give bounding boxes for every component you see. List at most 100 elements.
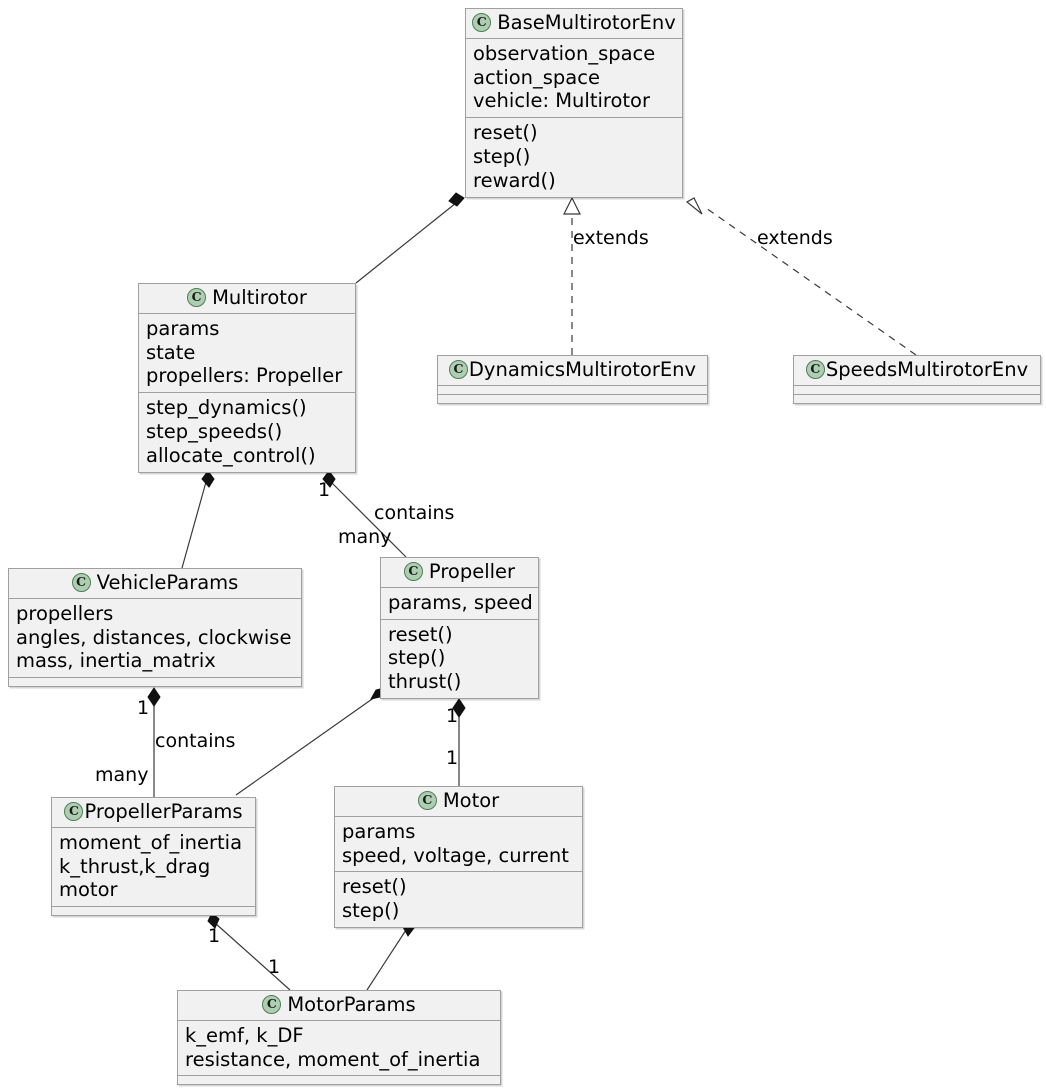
methods-compartment [438,393,707,403]
class-name: PropellerParams [84,800,243,823]
class-title: C DynamicsMultirotorEnv [438,356,707,385]
method: step() [342,899,400,923]
class-node-propeller-params[interactable]: C PropellerParams moment_of_inertia k_th… [51,797,256,917]
attributes-compartment [438,384,707,394]
methods-compartment: reset() step() thrust() [381,618,538,698]
attribute: mass, inertia_matrix [16,649,216,673]
class-icon: C [472,13,492,33]
methods-compartment: step_dynamics() step_speeds() allocate_c… [139,392,355,471]
attribute: propellers: Propeller [146,364,343,388]
edge-label-multiplicity-one: 1 [446,747,459,769]
edge-label-extends-dynamics: extends [573,227,649,249]
attributes-compartment: observation_space action_space vehicle: … [466,37,682,117]
attribute: propellers [16,601,114,625]
class-name: MotorParams [287,993,416,1016]
method: step_speeds() [146,419,283,443]
edge-label-multiplicity-one: 1 [137,697,150,719]
method: step() [473,144,531,168]
method: allocate_control() [146,443,316,467]
class-title: C Motor [335,787,582,816]
method: thrust() [388,670,462,694]
methods-compartment [178,1075,500,1084]
class-name: Motor [442,789,500,812]
class-name: SpeedsMultirotorEnv [825,358,1029,381]
edge-label-multiplicity-one: 1 [208,925,221,947]
edge-label-contains: contains [155,730,236,752]
attribute: k_emf, k_DF [185,1023,304,1047]
attribute: params [342,819,416,843]
class-node-propeller[interactable]: C Propeller params, speed reset() step()… [380,557,539,699]
class-node-speeds-multirotor-env[interactable]: C SpeedsMultirotorEnv [793,355,1041,404]
attributes-compartment: params state propellers: Propeller [139,312,355,392]
attribute: speed, voltage, current [342,843,569,867]
class-title: C SpeedsMultirotorEnv [794,356,1040,385]
methods-compartment [794,393,1040,403]
edge-label-multiplicity-one: 1 [318,479,331,501]
method: reset() [342,875,407,899]
class-node-base-multirotor-env[interactable]: C BaseMultirotorEnv observation_space ac… [465,8,683,198]
attribute: angles, distances, clockwise [16,625,292,649]
class-name: Multirotor [212,286,307,309]
class-node-motor-params[interactable]: C MotorParams k_emf, k_DF resistance, mo… [177,990,501,1086]
attributes-compartment: k_emf, k_DF resistance, moment_of_inerti… [178,1019,500,1076]
edge-label-contains: contains [374,502,455,524]
attribute: state [146,340,196,364]
edge-motor-has-motorparams [366,919,415,991]
attribute: vehicle: Multirotor [473,89,650,113]
edge-dynamics-extends-env [563,196,581,355]
attributes-compartment: moment_of_inertia k_thrust,k_drag motor [52,826,255,906]
attribute: params, speed [388,590,533,614]
edge-env-contains-multirotor [355,192,465,284]
class-name: DynamicsMultirotorEnv [468,358,697,381]
class-node-vehicle-params[interactable]: C VehicleParams propellers angles, dista… [8,568,302,688]
methods-compartment [9,677,301,686]
class-name: VehicleParams [96,571,239,594]
attribute: params [146,316,220,340]
edge-speeds-extends-env [685,197,917,356]
edge-propeller-has-propellerparams [235,687,385,796]
attribute: motor [59,878,118,902]
class-node-multirotor[interactable]: C Multirotor params state propellers: Pr… [138,283,356,473]
attributes-compartment: propellers angles, distances, clockwise … [9,597,301,677]
class-name: Propeller [428,560,516,583]
class-icon: C [417,791,437,811]
class-icon: C [71,573,91,593]
class-title: C BaseMultirotorEnv [466,9,682,38]
attribute: moment_of_inertia [59,830,243,854]
class-title: C VehicleParams [9,569,301,598]
edge-label-multiplicity-many: many [95,764,149,786]
methods-compartment: reset() step() reward() [466,117,682,196]
attributes-compartment: params speed, voltage, current [335,815,582,872]
methods-compartment [52,906,255,915]
edge-multirotor-has-vehicleparams [181,470,215,569]
class-icon: C [448,360,468,380]
method: step_dynamics() [146,396,307,420]
class-title: C Multirotor [139,284,355,313]
edge-label-multiplicity-many: many [338,526,392,548]
class-icon: C [805,360,825,380]
attributes-compartment [794,384,1040,394]
attribute: observation_space [473,41,656,65]
attribute: action_space [473,65,600,89]
attributes-compartment: params, speed [381,586,538,619]
method: reset() [388,622,453,646]
class-icon: C [187,288,207,308]
class-node-dynamics-multirotor-env[interactable]: C DynamicsMultirotorEnv [437,355,708,404]
class-icon: C [403,562,423,582]
edge-propellerparams-has-motorparams [207,912,291,991]
class-title: C MotorParams [178,991,500,1020]
class-node-motor[interactable]: C Motor params speed, voltage, current r… [334,786,583,928]
attribute: resistance, moment_of_inertia [185,1047,481,1071]
method: reward() [473,168,556,192]
method: reset() [473,121,538,145]
attribute: k_thrust,k_drag [59,854,211,878]
class-title: C PropellerParams [52,798,255,827]
edge-label-extends-speeds: extends [757,227,833,249]
method: step() [388,646,446,670]
methods-compartment: reset() step() [335,871,582,927]
class-title: C Propeller [381,558,538,587]
class-name: BaseMultirotorEnv [497,11,676,34]
edge-label-multiplicity-one: 1 [268,956,281,978]
class-icon: C [64,802,84,822]
